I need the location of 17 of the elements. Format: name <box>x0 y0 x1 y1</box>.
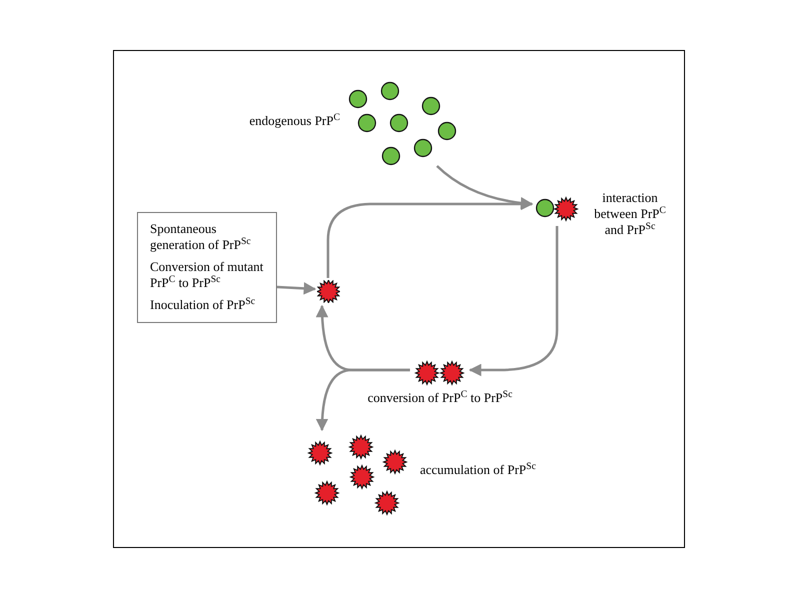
caption-text: interaction between PrP$^{C}$ and PrP$^{Sc}$ <box>593 190 667 238</box>
arrow <box>468 226 558 376</box>
source-text: Inoculation of PrP$^{Sc}$ <box>150 297 256 313</box>
protein-cluster-drawing <box>308 434 408 516</box>
arrow <box>316 368 410 432</box>
source-text: Conversion of mutant PrP$^{C}$ to PrP$^{Sc}$ <box>150 259 264 291</box>
arrow <box>436 165 534 210</box>
source-text: Spontaneous generation of PrP$^{Sc}$ <box>150 221 252 253</box>
prion-star-icon <box>317 280 340 303</box>
caption-text: conversion of PrP$^{C}$ to PrP$^{Sc}$ <box>366 390 514 406</box>
source-box <box>137 212 277 323</box>
protein-cluster-drawing <box>414 361 466 386</box>
protein-cluster-drawing <box>348 82 458 166</box>
protein-cluster-drawing <box>536 197 578 222</box>
caption-text: endogenous PrP$^{C}$ <box>248 113 340 129</box>
caption-text: accumulation of PrP$^{Sc}$ <box>420 462 537 478</box>
arrow <box>276 282 316 295</box>
